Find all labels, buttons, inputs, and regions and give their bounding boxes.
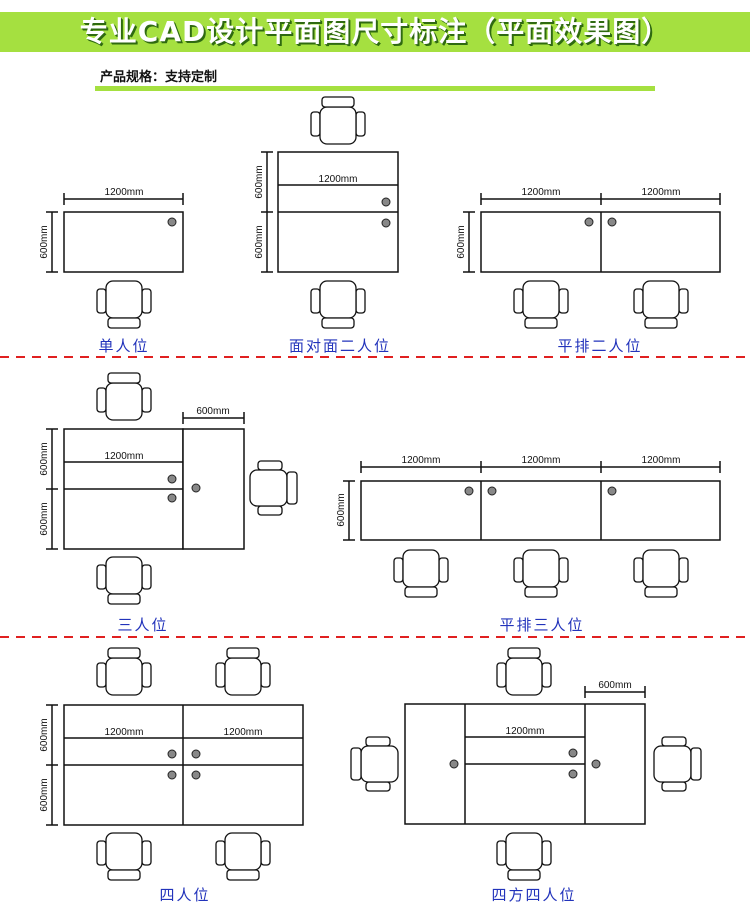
dimension-depth: 600mm 600mm — [39, 704, 58, 826]
svg-text:600mm: 600mm — [336, 493, 347, 526]
svg-text:1200mm: 1200mm — [522, 187, 561, 198]
cable-grommet — [568, 748, 578, 758]
svg-text:1200mm: 1200mm — [522, 455, 561, 466]
svg-text:1200mm: 1200mm — [642, 187, 681, 198]
chair-icon — [96, 832, 152, 881]
layout-label: 四人位 — [159, 886, 210, 903]
layout-label: 面对面二人位 — [289, 337, 391, 355]
cable-grommet — [167, 217, 177, 227]
spec-label: 产品规格：支持定制 — [100, 70, 218, 85]
chair-icon — [96, 556, 152, 605]
cable-grommet — [191, 770, 201, 780]
layout-side-by-side-two: 1200mm 1200mm 600mm 平排二人位 — [456, 187, 721, 355]
cable-grommet — [568, 769, 578, 779]
cable-grommet — [464, 486, 474, 496]
chair-icon — [633, 280, 689, 329]
cable-grommet — [607, 217, 617, 227]
desk — [63, 211, 184, 273]
chair-icon — [215, 647, 271, 696]
layout-label: 平排二人位 — [557, 337, 642, 355]
svg-text:600mm: 600mm — [254, 225, 265, 258]
layout-label: 四方四人位 — [491, 886, 576, 903]
dimension-width: 1200mm 1200mm 1200mm — [360, 455, 721, 473]
svg-text:1200mm: 1200mm — [105, 187, 144, 198]
chair-icon — [310, 96, 366, 145]
dimension-depth: 600mm — [39, 211, 58, 273]
cable-grommet — [381, 218, 391, 228]
chair-icon — [653, 736, 702, 792]
chair-icon — [96, 280, 152, 329]
cable-grommet — [191, 749, 201, 759]
layout-four: 1200mm 1200mm 600mm 600mm 四人位 — [39, 647, 304, 903]
dimension-width: 1200mm — [63, 187, 184, 205]
cable-grommet — [167, 493, 177, 503]
layout-single: 1200mm 600mm 单人位 — [39, 187, 184, 355]
layout-three: 1200mm 600mm 600mm 600mm 三人位 — [39, 372, 298, 634]
cable-grommet — [449, 759, 459, 769]
layout-four-sided-four: 1200mm 600mm 四方四人位 — [350, 647, 702, 903]
svg-text:1200mm: 1200mm — [506, 726, 545, 737]
chair-icon — [215, 832, 271, 881]
svg-text:600mm: 600mm — [39, 225, 50, 258]
cable-grommet — [167, 749, 177, 759]
cable-grommet — [487, 486, 497, 496]
cable-grommet — [584, 217, 594, 227]
svg-text:1200mm: 1200mm — [642, 455, 681, 466]
dimension-width: 600mm — [584, 680, 646, 698]
svg-text:600mm: 600mm — [39, 718, 50, 751]
svg-text:1200mm: 1200mm — [105, 727, 144, 738]
svg-text:1200mm: 1200mm — [319, 174, 358, 185]
svg-text:1200mm: 1200mm — [402, 455, 441, 466]
chair-icon — [249, 460, 298, 516]
layout-label: 平排三人位 — [499, 616, 584, 634]
dimension-depth: 600mm 600mm — [39, 428, 58, 550]
dimension-width: 1200mm 1200mm — [480, 187, 721, 205]
chair-icon — [96, 647, 152, 696]
dimension-width: 600mm — [182, 406, 245, 424]
layout-label: 单人位 — [98, 337, 149, 355]
cable-grommet — [167, 474, 177, 484]
chair-icon — [393, 549, 449, 598]
svg-text:600mm: 600mm — [39, 442, 50, 475]
svg-text:600mm: 600mm — [598, 680, 631, 691]
svg-text:600mm: 600mm — [456, 225, 467, 258]
svg-text:600mm: 600mm — [39, 778, 50, 811]
layout-side-by-side-three: 1200mm 1200mm 1200mm 600mm 平排三人位 — [336, 455, 721, 634]
dimension-depth: 600mm — [336, 480, 355, 541]
desk — [360, 480, 721, 541]
dimension-depth: 600mm — [456, 211, 475, 273]
cable-grommet — [381, 197, 391, 207]
spec-underline — [95, 86, 655, 91]
chair-icon — [96, 372, 152, 421]
title-banner: 专业CAD设计平面图尺寸标注（平面效果图） — [0, 12, 750, 52]
svg-text:1200mm: 1200mm — [224, 727, 263, 738]
svg-text:600mm: 600mm — [196, 406, 229, 417]
svg-text:1200mm: 1200mm — [105, 451, 144, 462]
chair-icon — [496, 647, 552, 696]
chair-icon — [633, 549, 689, 598]
layout-face-to-face-two: 1200mm 600mm 600mm 面对面二人位 — [254, 96, 399, 355]
chair-icon — [350, 736, 399, 792]
chair-icon — [310, 280, 366, 329]
dimension-depth: 600mm 600mm — [254, 151, 273, 273]
chair-icon — [496, 832, 552, 881]
layout-label: 三人位 — [117, 616, 168, 634]
cable-grommet — [167, 770, 177, 780]
svg-text:600mm: 600mm — [254, 165, 265, 198]
cable-grommet — [591, 759, 601, 769]
page-title: 专业CAD设计平面图尺寸标注（平面效果图） — [79, 15, 671, 48]
cable-grommet — [191, 483, 201, 493]
cable-grommet — [607, 486, 617, 496]
svg-text:600mm: 600mm — [39, 502, 50, 535]
chair-icon — [513, 549, 569, 598]
chair-icon — [513, 280, 569, 329]
